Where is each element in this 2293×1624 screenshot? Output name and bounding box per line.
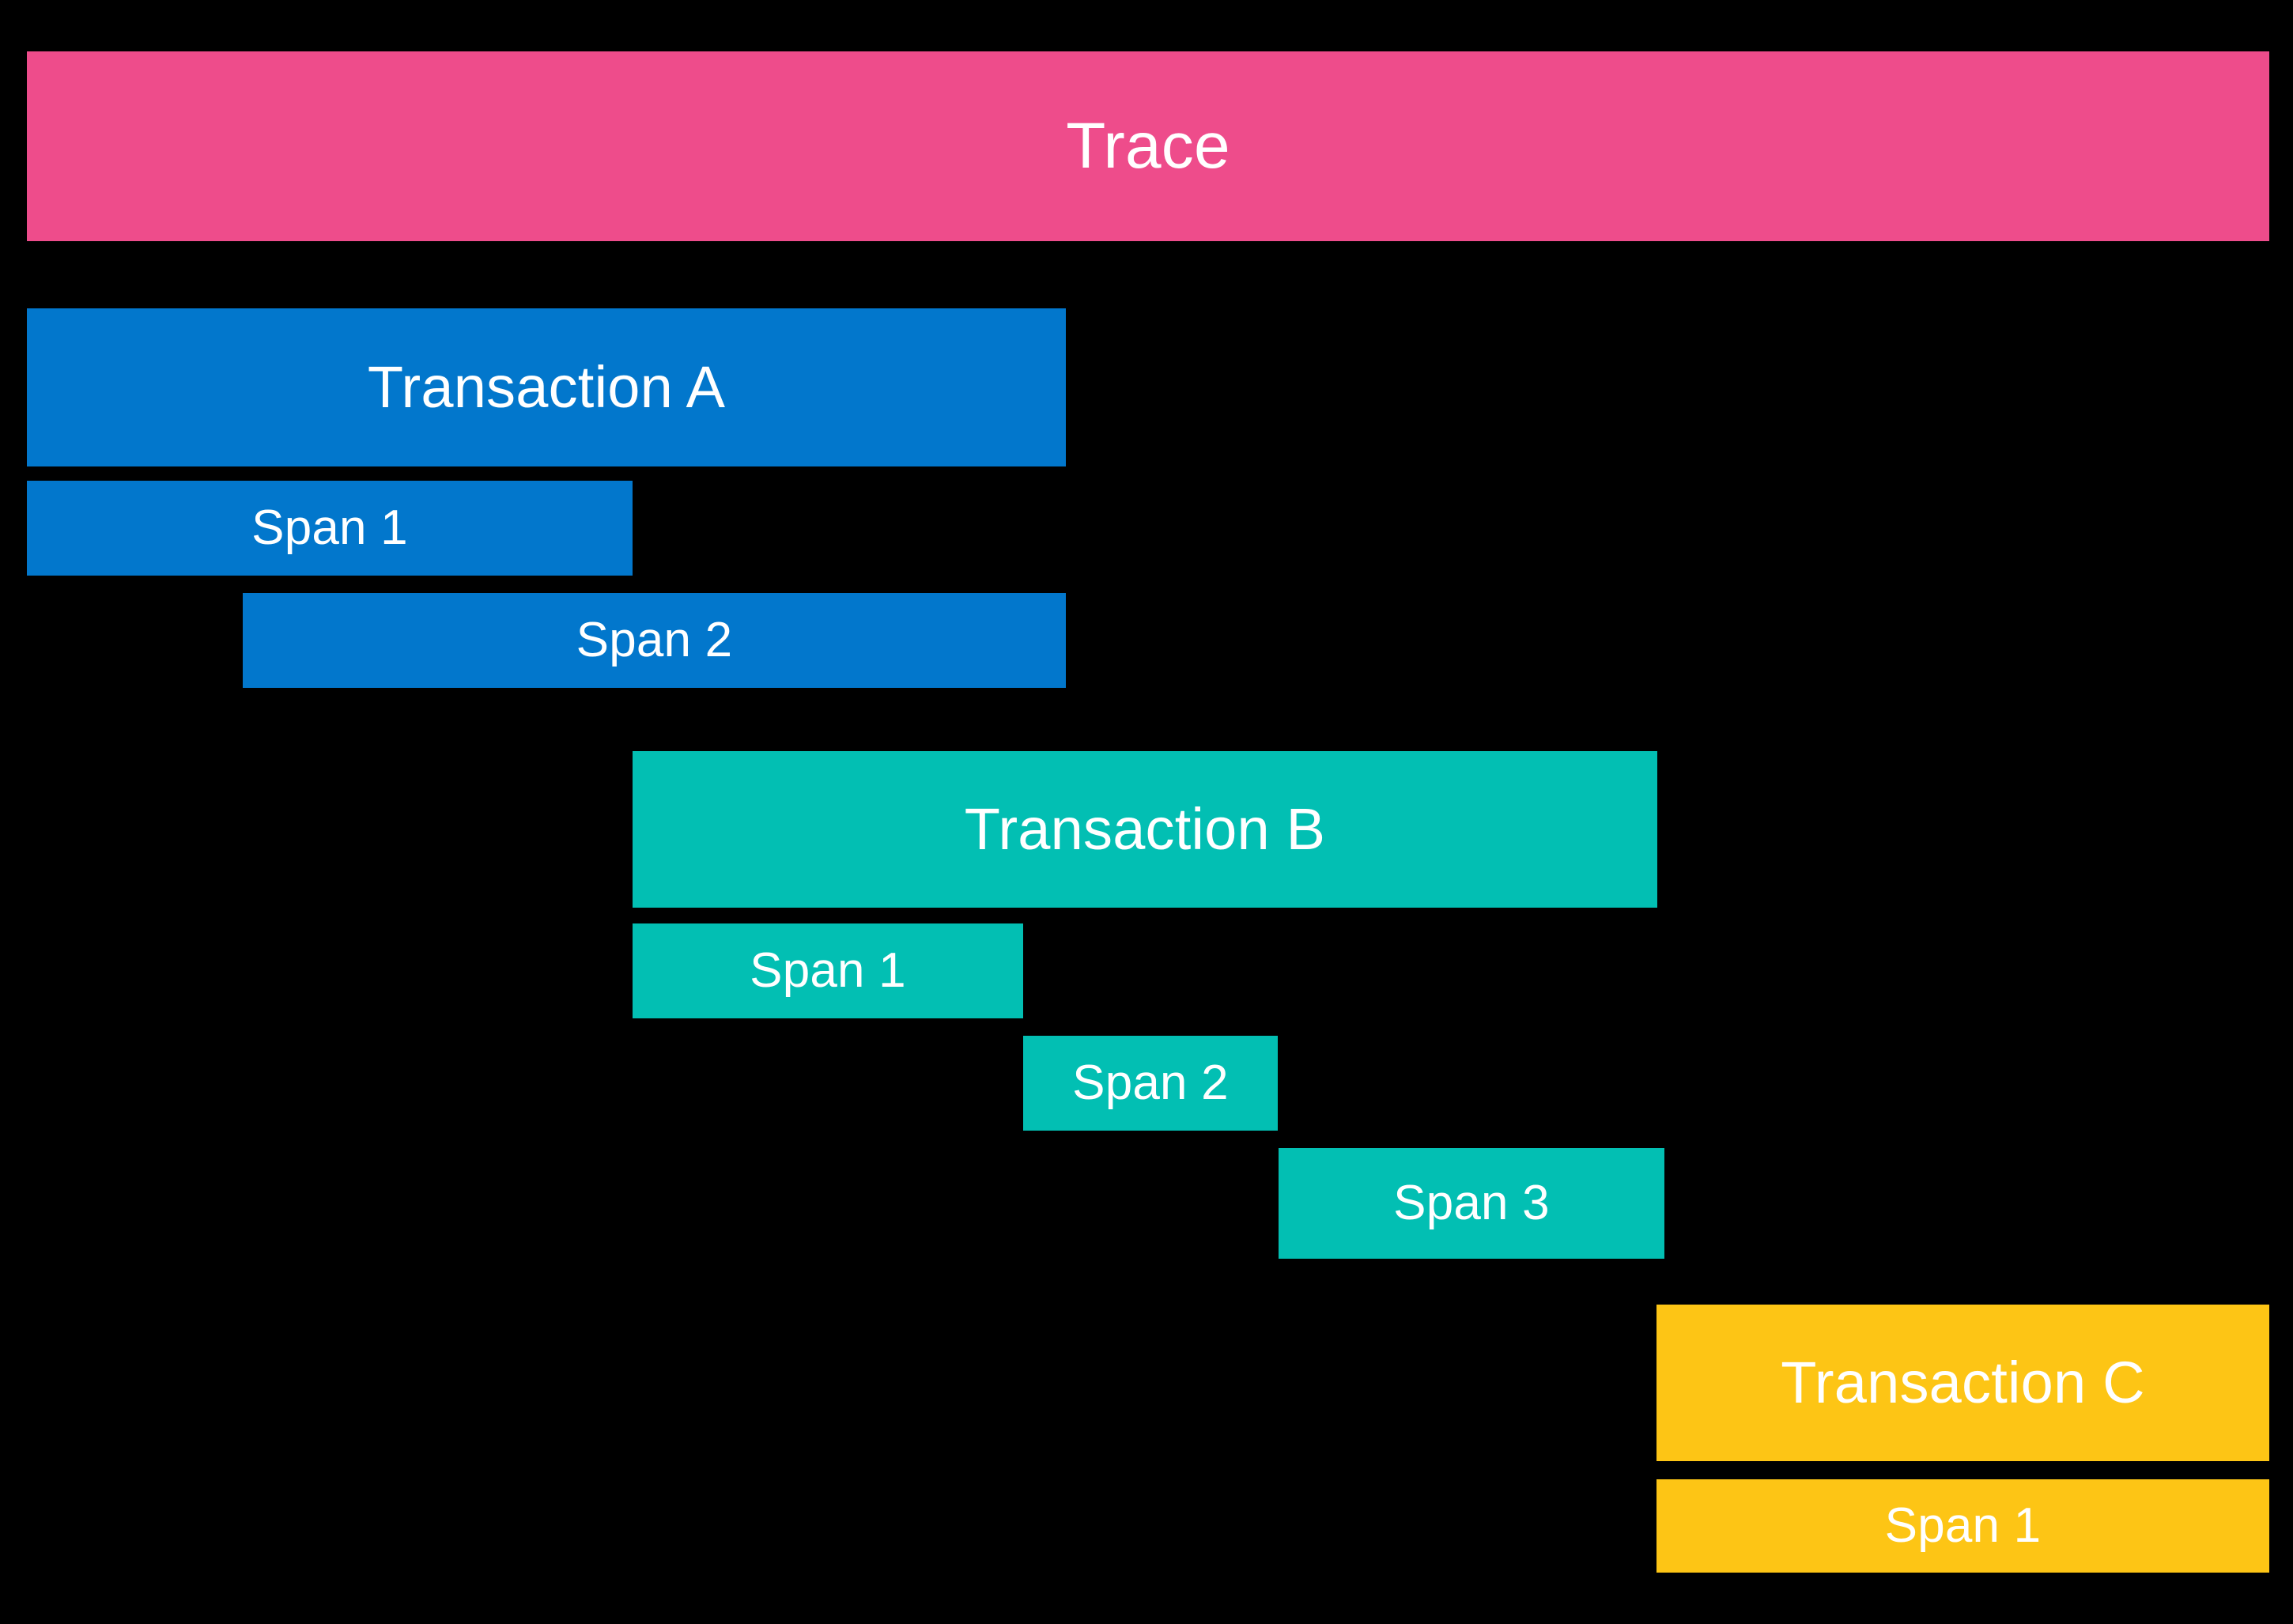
trace-bar-label: Trace <box>1066 110 1230 182</box>
transaction-a-span-1-bar[interactable]: Span 1 <box>27 481 633 576</box>
transaction-a-span-1-label: Span 1 <box>251 500 408 555</box>
transaction-b-span-1-label: Span 1 <box>750 943 906 998</box>
transaction-c-span-1-label: Span 1 <box>1884 1498 2042 1553</box>
transaction-b-span-1-bar[interactable]: Span 1 <box>633 923 1023 1018</box>
transaction-a-label: Transaction A <box>367 354 726 420</box>
transaction-c-bar[interactable]: Transaction C <box>1656 1305 2269 1461</box>
transaction-b-span-2-label: Span 2 <box>1072 1056 1229 1110</box>
transaction-b-span-3-bar[interactable]: Span 3 <box>1279 1148 1664 1259</box>
transaction-b-span-2-bar[interactable]: Span 2 <box>1023 1036 1278 1131</box>
transaction-c-span-1-bar[interactable]: Span 1 <box>1656 1479 2269 1573</box>
trace-bar[interactable]: Trace <box>27 51 2269 241</box>
transaction-b-bar[interactable]: Transaction B <box>633 751 1657 908</box>
transaction-a-span-2-bar[interactable]: Span 2 <box>243 593 1066 688</box>
transaction-a-bar[interactable]: Transaction A <box>27 308 1066 466</box>
transaction-b-span-3-label: Span 3 <box>1393 1176 1550 1230</box>
transaction-b-label: Transaction B <box>964 796 1326 862</box>
transaction-c-label: Transaction C <box>1781 1350 2145 1415</box>
transaction-a-span-2-label: Span 2 <box>576 613 733 667</box>
